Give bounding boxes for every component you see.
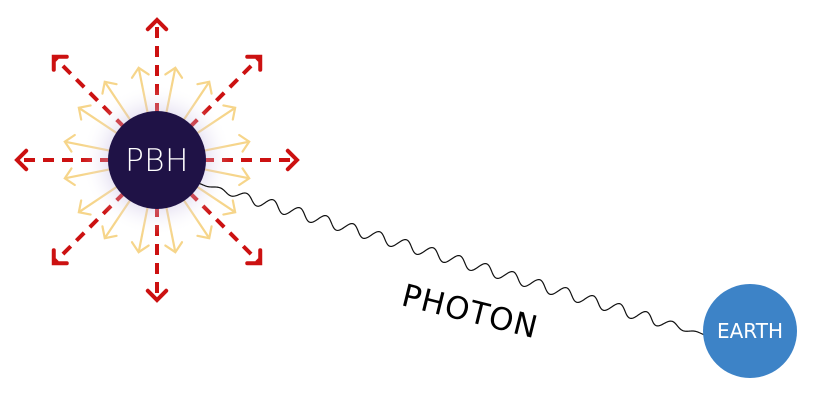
yellow-arrow-head bbox=[101, 225, 118, 240]
yellow-arrow-head bbox=[101, 80, 118, 95]
earth-label: EARTH bbox=[717, 319, 783, 343]
yellow-arrow-head bbox=[196, 80, 213, 95]
photon-wave bbox=[197, 182, 706, 336]
red-dashed-arrow-head bbox=[245, 248, 263, 266]
yellow-arrow-head bbox=[63, 133, 76, 153]
red-dashed-arrow-head bbox=[285, 148, 300, 172]
red-dashed-arrow-head bbox=[51, 248, 69, 266]
yellow-arrow-head bbox=[77, 104, 92, 121]
red-dashed-arrow-head bbox=[51, 54, 69, 72]
yellow-arrow-head bbox=[196, 225, 213, 240]
yellow-arrow-head bbox=[130, 66, 150, 79]
earth-node: EARTH bbox=[703, 284, 797, 378]
pbh-circle bbox=[108, 111, 206, 209]
photon-label: PHOTON bbox=[398, 278, 542, 347]
yellow-arrow-head bbox=[77, 199, 92, 216]
yellow-arrow-head bbox=[164, 66, 184, 79]
red-dashed-arrow-head bbox=[14, 148, 29, 172]
red-dashed-arrow-head bbox=[145, 288, 169, 303]
yellow-arrow-head bbox=[238, 167, 251, 187]
yellow-arrow-head bbox=[164, 241, 184, 254]
red-dashed-arrow-head bbox=[245, 54, 263, 72]
earth-circle bbox=[703, 284, 797, 378]
yellow-arrow-head bbox=[63, 167, 76, 187]
pbh-label: PBH bbox=[125, 143, 189, 179]
yellow-arrow-head bbox=[238, 133, 251, 153]
pbh-node: PBH bbox=[108, 111, 206, 209]
yellow-arrow-head bbox=[222, 104, 237, 121]
yellow-arrow-head bbox=[130, 241, 150, 254]
yellow-arrow-head bbox=[222, 199, 237, 216]
red-dashed-arrow-head bbox=[145, 17, 169, 32]
